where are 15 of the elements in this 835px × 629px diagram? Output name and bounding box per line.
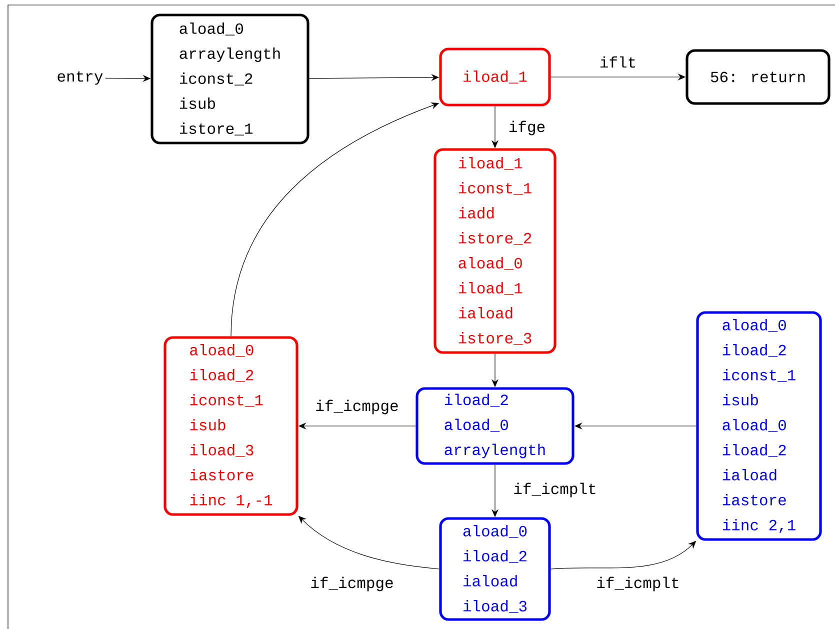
- edge-label: if_icmplt: [595, 576, 681, 592]
- code-block: iload_1 iconst_1 iadd istore_2 aload_0 iload_1 iaload istore_3: [434, 148, 556, 354]
- code-block: iload_1: [439, 48, 551, 106]
- code-block: aload_0 iload_2 iconst_1 isub aload_0 iload_2 iaload iastore iinc 2,1: [696, 311, 822, 541]
- edge-label: if_icmplt: [512, 482, 598, 498]
- code-block: aload_0 iload_2 iaload iload_3: [439, 517, 551, 621]
- code-block: aload_0 iload_2 iconst_1 isub iload_3 iastore iinc 1,-1: [164, 336, 298, 516]
- code-block: iload_2 aload_0 arraylength: [416, 387, 574, 465]
- code-block: aload_0 arraylength iconst_2 isub istore_1: [150, 14, 310, 144]
- edge-label: ifge: [507, 120, 547, 136]
- edge-label: iflt: [598, 55, 638, 69]
- edge-label: if_icmpge: [309, 576, 395, 592]
- code-block: 56: return: [686, 49, 830, 105]
- entry-label: entry: [58, 71, 103, 85]
- edge-label: if_icmpge: [314, 398, 400, 416]
